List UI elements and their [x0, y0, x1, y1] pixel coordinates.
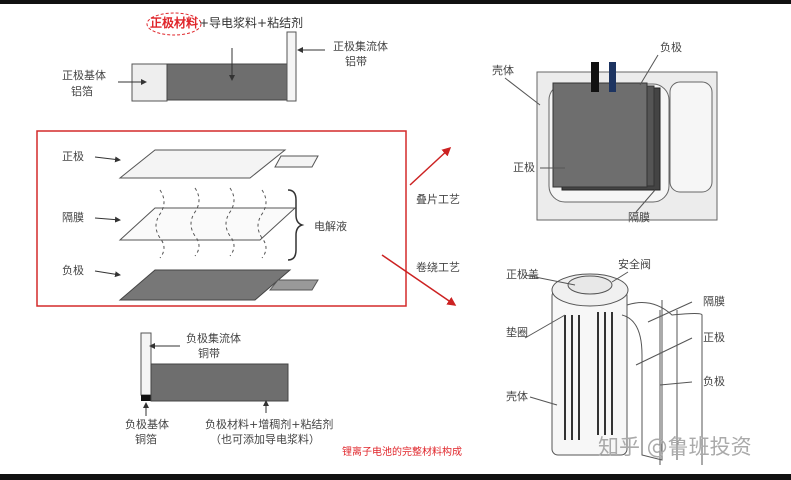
cyl-label-separator: 隔膜	[703, 295, 725, 308]
label-aluminum-foil: 铝箔	[71, 85, 93, 98]
cyl-label-valve: 安全阀	[618, 258, 651, 271]
anode-layer	[118, 269, 292, 301]
cathode-layer	[118, 149, 287, 179]
cathode-material-highlight: 正极材料	[150, 16, 199, 30]
cyl-label-cathode: 正极	[703, 331, 725, 344]
label-anode-collector: 负极集流体	[186, 332, 241, 345]
label-copper-foil: 铜箔	[135, 433, 157, 446]
bottom-bar	[0, 474, 791, 480]
highlight-ellipse	[146, 12, 202, 36]
cathode-sheet	[131, 31, 297, 102]
cyl-label-gasket: 垫圈	[506, 326, 528, 339]
label-anode-material-note: （也可添加导电浆料）	[210, 433, 320, 446]
pouch-label-cathode: 正极	[513, 161, 535, 174]
label-stacking: 叠片工艺	[416, 193, 460, 206]
brace	[287, 189, 305, 261]
label-electrolyte: 电解液	[314, 220, 347, 233]
caption: 锂离子电池的完整材料构成	[342, 447, 462, 458]
label-cathode-collector: 正极集流体	[333, 40, 388, 53]
cyl-label-shell: 壳体	[506, 390, 528, 403]
pouch-label-shell: 壳体	[492, 64, 514, 77]
pouch-label-separator: 隔膜	[628, 211, 650, 224]
pouch-cell	[536, 62, 718, 221]
pouch-label-anode: 负极	[660, 41, 682, 54]
anode-sheet	[140, 332, 289, 402]
label-cathode-base: 正极基体	[62, 69, 106, 82]
label-anode: 负极	[62, 264, 84, 277]
cyl-label-anode: 负极	[703, 375, 725, 388]
label-winding: 卷绕工艺	[416, 261, 460, 274]
label-anode-material: 负极材料+增稠剂+粘结剂	[205, 418, 334, 431]
label-cathode: 正极	[62, 150, 84, 163]
label-aluminum-tab: 铝带	[345, 55, 367, 68]
separator-layer	[118, 207, 297, 241]
top-bar	[0, 0, 791, 4]
label-anode-base: 负极基体	[125, 418, 169, 431]
assembly-frame	[36, 130, 407, 307]
cylindrical-cell	[551, 273, 703, 465]
cathode-formula: +导电浆料+粘结剂	[199, 16, 304, 30]
label-copper-tab: 铜带	[198, 347, 220, 360]
watermark: 知乎 @鲁班投资	[598, 435, 752, 459]
label-separator: 隔膜	[62, 211, 84, 224]
cyl-label-cap: 正极盖	[506, 268, 539, 281]
